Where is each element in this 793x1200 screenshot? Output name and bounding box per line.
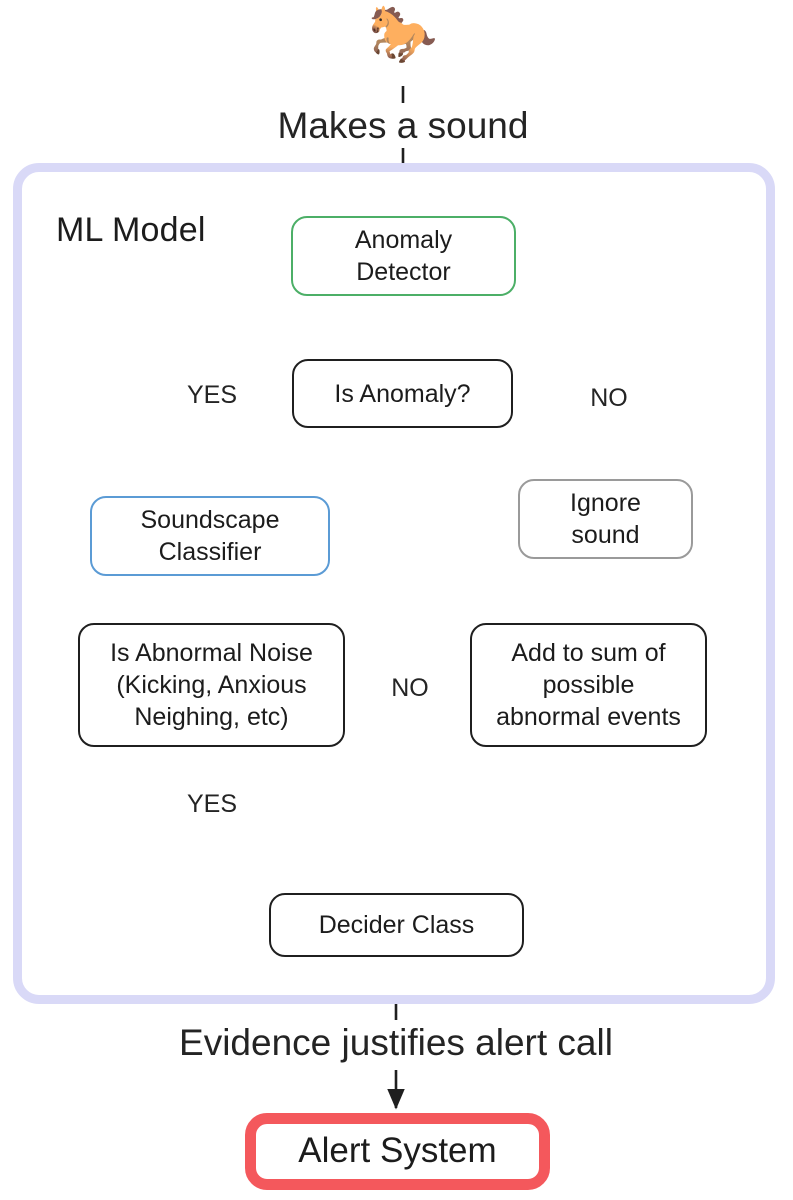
edge-label-anomaly-yes: YES (178, 381, 246, 410)
makes-a-sound-label: Makes a sound (277, 105, 529, 146)
node-is-anomaly[interactable]: Is Anomaly? (292, 359, 513, 428)
node-decider-class[interactable]: Decider Class (269, 893, 524, 957)
node-add-to-sum-label: Add to sum of possible abnormal events (496, 639, 681, 731)
edge-label-anomaly-no: NO (580, 384, 638, 413)
node-alert-system-label: Alert System (298, 1131, 497, 1171)
node-ignore-sound-label: Ignore sound (570, 489, 641, 549)
node-alert-system[interactable]: Alert System (245, 1113, 550, 1190)
ml-model-group (13, 163, 775, 1004)
horse-emoji: 🐎 (368, 2, 438, 65)
edge-label-abnormal-no: NO (381, 674, 439, 703)
node-is-abnormal-noise[interactable]: Is Abnormal Noise (Kicking, Anxious Neig… (78, 623, 345, 747)
ml-model-group-label: ML Model (56, 211, 206, 249)
node-is-anomaly-label: Is Anomaly? (334, 379, 471, 408)
node-anomaly-detector-label: Anomaly Detector (354, 226, 453, 286)
evidence-justifies-alert-label: Evidence justifies alert call (179, 1022, 613, 1063)
node-add-to-sum[interactable]: Add to sum of possible abnormal events (470, 623, 707, 747)
node-ignore-sound[interactable]: Ignore sound (518, 479, 693, 559)
node-is-abnormal-noise-label: Is Abnormal Noise (Kicking, Anxious Neig… (110, 639, 313, 731)
node-anomaly-detector[interactable]: Anomaly Detector (291, 216, 516, 296)
node-soundscape-classifier-label: Soundscape Classifier (140, 506, 280, 566)
node-soundscape-classifier[interactable]: Soundscape Classifier (90, 496, 330, 576)
edge-label-abnormal-yes: YES (178, 790, 246, 819)
node-decider-class-label: Decider Class (318, 911, 475, 939)
